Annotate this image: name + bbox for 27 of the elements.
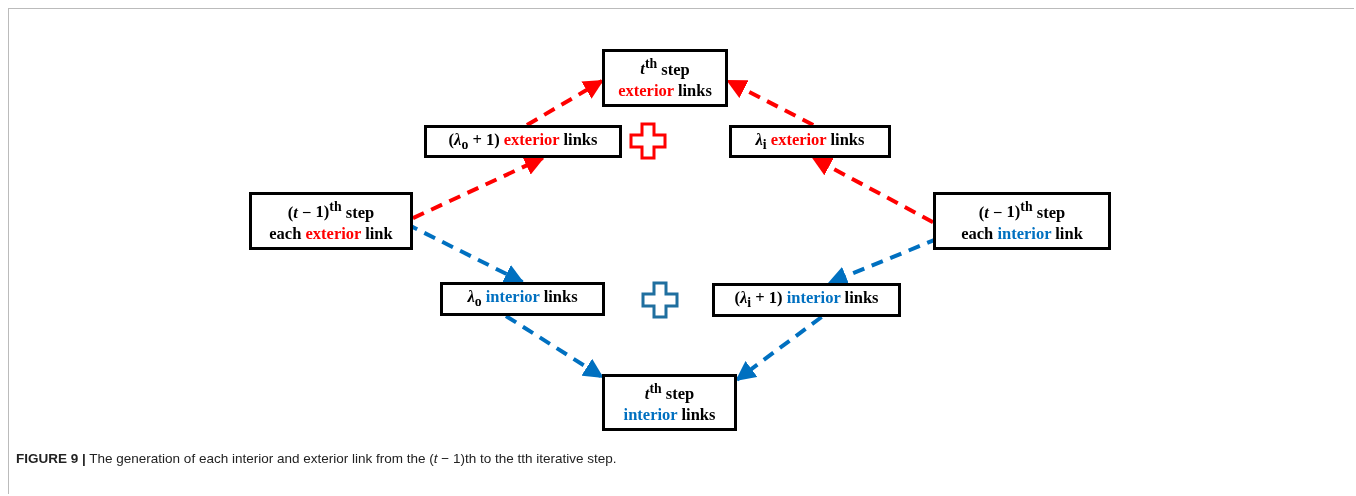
node-text: exterior links (618, 79, 712, 102)
node-text: each interior link (961, 222, 1083, 245)
node-text: (λ$_{i}$ + 1) interior links (734, 287, 879, 313)
node-text: (t − 1)$^{th}$ step (287, 197, 375, 223)
process-box (729, 125, 891, 158)
process-box (424, 125, 622, 158)
node-text: interior links (623, 404, 716, 426)
figure-caption: FIGURE 9 | The generation of each interior and exterior link from the (t − 1)th to the tth iterative step. (16, 451, 617, 466)
node-text: (λ$_{o}$ + 1) exterior links (448, 128, 598, 155)
node-text: each exterior link (269, 222, 393, 245)
dashed-arrow (726, 79, 815, 127)
node-text: (t − 1)$^{th}$ step (978, 197, 1066, 223)
process-box (602, 374, 737, 431)
dashed-arrow (811, 156, 934, 224)
dashed-arrow (412, 156, 545, 220)
process-box (440, 282, 605, 316)
node-text: λ$_{i}$ exterior links (755, 128, 865, 155)
node-text: t$^{th}$ step (640, 54, 690, 80)
process-box (933, 192, 1111, 250)
process-box (712, 283, 901, 317)
node-text: λ$_{o}$ interior links (467, 286, 578, 312)
node-text: t$^{th}$ step (644, 379, 695, 405)
process-box (249, 192, 413, 250)
process-box (602, 49, 728, 107)
dashed-arrow (525, 79, 604, 127)
dashed-arrow (504, 314, 604, 379)
dashed-arrow (735, 315, 823, 382)
